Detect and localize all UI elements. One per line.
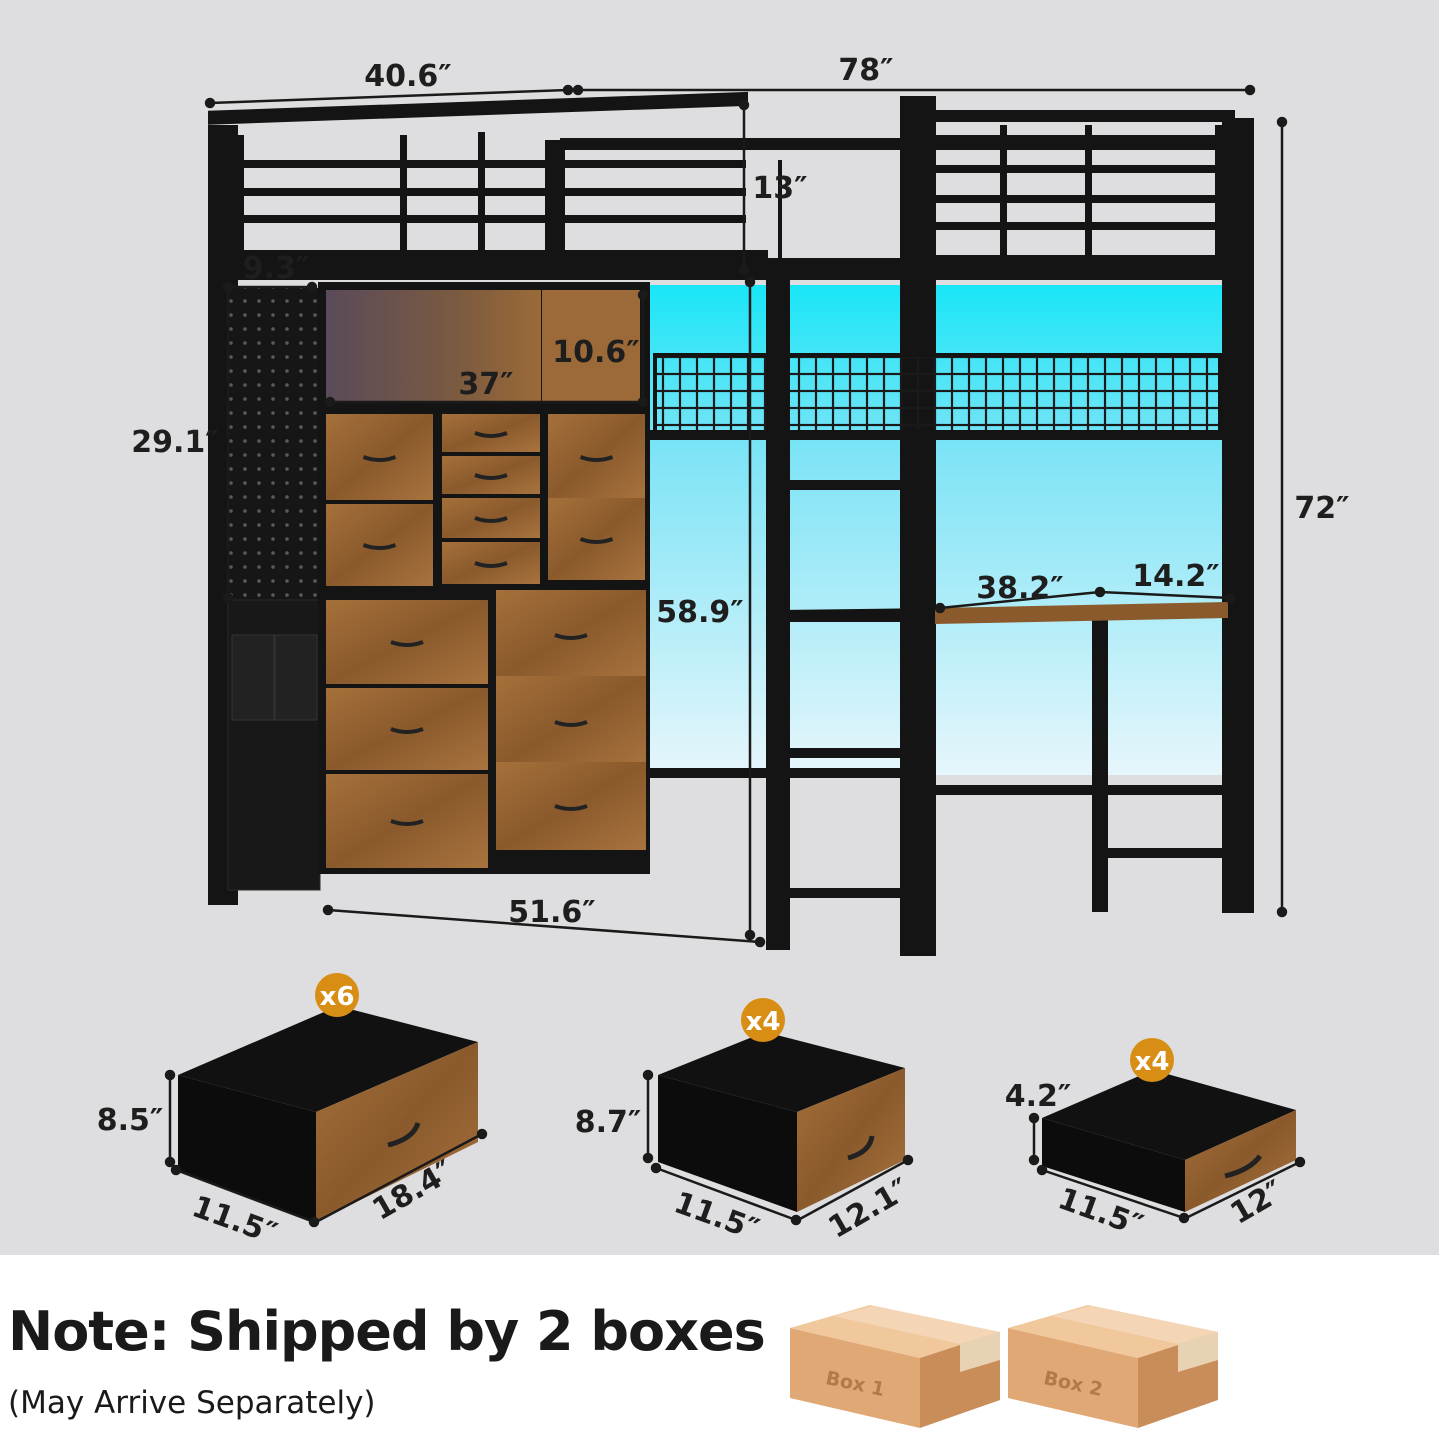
- dresser-drawer-front: [442, 498, 540, 538]
- drawer-small: x4 4.2″ 11.5″ 12″: [1005, 1038, 1306, 1244]
- drawer-handle: [390, 727, 424, 734]
- shipping-note-title: Note: Shipped by 2 boxes: [8, 1300, 766, 1363]
- shipping-boxes: Box 1 Box 2: [785, 1300, 1225, 1430]
- drawer-large-height: 8.5″: [97, 1103, 164, 1138]
- drawer-handle: [390, 819, 424, 826]
- drawer-handle: [579, 537, 614, 544]
- drawer-medium-count: x4: [746, 1007, 781, 1037]
- total-height-label: 72″: [1294, 491, 1349, 526]
- rail-height-label: 13″: [752, 171, 807, 206]
- dresser-drawer-front: [548, 414, 645, 500]
- drawer-handle: [362, 455, 397, 462]
- bed-length-label: 78″: [838, 53, 893, 88]
- desk-length-label: 38.2″: [976, 571, 1063, 606]
- clearance-height-label: 58.9″: [656, 595, 743, 630]
- dresser-drawer-front: [442, 456, 540, 494]
- dresser-drawer-front: [326, 504, 433, 586]
- ladder: [766, 262, 790, 950]
- dresser-drawer-front: [496, 590, 646, 680]
- loft-bed-diagram: 40.6″ 78″ 13″ 72″ 9.3″ 29.1″ 10.6″ 37″ 5…: [97, 53, 1350, 1252]
- dresser-drawer-front: [326, 688, 488, 770]
- dresser-drawer-front: [548, 498, 645, 580]
- pegboard: [228, 288, 323, 608]
- pegboard-height-label: 29.1″: [131, 425, 218, 460]
- dresser-length-label: 51.6″: [508, 895, 595, 930]
- drawer-handle: [474, 473, 508, 480]
- shelf-width-label: 37″: [458, 367, 513, 402]
- drawer-large-count: x6: [320, 982, 355, 1012]
- dresser-drawer-front: [442, 414, 540, 452]
- drawer-large: x6 8.5″ 11.5″ 18.4″: [97, 973, 488, 1252]
- desk-depth-label: 14.2″: [1132, 559, 1219, 594]
- drawer-handle: [554, 804, 588, 811]
- drawer-handle: [390, 640, 424, 647]
- drawer-small-count: x4: [1135, 1047, 1170, 1077]
- box-2-illustration: Box 2: [1008, 1305, 1218, 1428]
- shelf-height-label: 10.6″: [552, 335, 639, 370]
- drawer-medium: x4 8.7″ 11.5″ 12.1″: [575, 998, 916, 1248]
- drawer-handle: [362, 543, 397, 550]
- drawer-handle: [474, 561, 508, 568]
- open-shelf: [326, 290, 541, 402]
- desk-top: [935, 602, 1228, 624]
- drawer-handle: [474, 431, 508, 438]
- dimension-lines: [204, 84, 1288, 948]
- dresser-drawer-front: [496, 676, 646, 768]
- shipping-note-subtitle: (May Arrive Separately): [8, 1385, 376, 1421]
- grid-organizer: [653, 353, 1222, 439]
- drawer-medium-height: 8.7″: [575, 1105, 642, 1140]
- dresser-drawer-front: [442, 542, 540, 584]
- drawer-handle: [554, 633, 588, 640]
- bed-width-label: 40.6″: [364, 59, 451, 94]
- box-1-illustration: Box 1: [790, 1305, 1000, 1428]
- drawer-small-height: 4.2″: [1005, 1079, 1072, 1114]
- dresser-drawer-front: [326, 600, 488, 684]
- dresser-drawer-front: [496, 762, 646, 850]
- product-diagram: 40.6″ 78″ 13″ 72″ 9.3″ 29.1″ 10.6″ 37″ 5…: [0, 0, 1439, 1255]
- dresser-drawer-front: [326, 774, 488, 868]
- drawer-handle: [554, 720, 588, 727]
- dresser-drawer-front: [326, 414, 433, 500]
- drawer-handle: [579, 455, 614, 462]
- dresser-drawers: [326, 414, 646, 868]
- pegboard-width-label: 9.3″: [243, 251, 310, 286]
- drawer-handle: [474, 516, 508, 523]
- loft-bed-frame: [208, 91, 1254, 956]
